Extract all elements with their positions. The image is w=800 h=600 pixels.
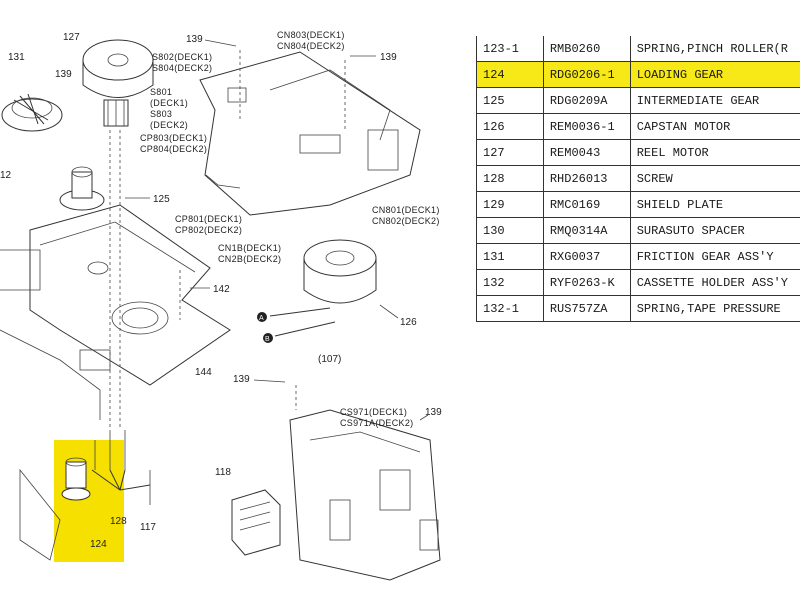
part-description-cell: LOADING GEAR	[629, 61, 800, 88]
part-number-cell: RUS757ZA	[542, 295, 631, 322]
label-cn804: CN804(DECK2)	[277, 41, 345, 51]
part-ref-cell: 131	[476, 243, 544, 270]
part-description-cell: FRICTION GEAR ASS'Y	[629, 243, 800, 270]
callout-12: 12	[0, 170, 12, 181]
label-s803-deck: (DECK2)	[150, 120, 188, 130]
callout-126: 126	[400, 317, 417, 328]
marker-a: A	[259, 315, 264, 322]
part-description-cell: SURASUTO SPACER	[629, 217, 800, 244]
circuit-board	[199, 51, 421, 216]
label-cs971a: CS971A(DECK2)	[340, 418, 413, 428]
callout-107: (107)	[318, 354, 341, 365]
label-cp802: CP802(DECK2)	[175, 225, 242, 235]
callout-139-d: 139	[233, 374, 250, 385]
part-description-cell: SHIELD PLATE	[629, 191, 800, 218]
part-ref-cell: 132	[476, 269, 544, 296]
callout-127: 127	[63, 32, 80, 43]
callout-125: 125	[153, 194, 170, 205]
label-s802: S802(DECK1)	[152, 52, 212, 62]
label-s801: S801	[150, 87, 172, 97]
cassette-assembly	[289, 409, 441, 581]
callout-128: 128	[110, 516, 127, 527]
part-description-cell: INTERMEDIATE GEAR	[629, 87, 800, 114]
part-ref-cell: 132-1	[476, 295, 544, 322]
callout-144: 144	[195, 367, 212, 378]
part-number-cell: RYF0263-K	[542, 269, 631, 296]
part-number-cell: REM0043	[542, 139, 631, 166]
guide-lines	[109, 50, 346, 430]
part-124-highlight	[54, 440, 124, 562]
part-ref-cell: 125	[476, 87, 544, 114]
part-number-cell: RDG0209A	[542, 87, 631, 114]
part-number-cell: RXG0037	[542, 243, 631, 270]
part-ref-cell: 126	[476, 113, 544, 140]
callout-117: 117	[140, 522, 156, 533]
part-description-cell: SPRING,PINCH ROLLER(R	[629, 36, 800, 62]
callout-124: 124	[90, 539, 107, 550]
part-ref-cell: 128	[476, 165, 544, 192]
part-description-cell: SPRING,TAPE PRESSURE	[629, 295, 800, 322]
reel-motor-127	[82, 39, 154, 127]
part-number-cell: RHD26013	[542, 165, 631, 192]
label-cp803: CP803(DECK1)	[140, 133, 207, 143]
part-ref-cell: 127	[476, 139, 544, 166]
callout-139-b: 139	[186, 34, 203, 45]
label-cn1b: CN1B(DECK1)	[218, 243, 281, 253]
leader-lines	[125, 39, 429, 421]
part-description-cell: CAPSTAN MOTOR	[629, 113, 800, 140]
callout-139-a: 139	[55, 69, 72, 80]
lower-arm	[19, 468, 61, 561]
part-number-cell: RMC0169	[542, 191, 631, 218]
main-chassis-144	[0, 204, 231, 420]
label-s801-deck: (DECK1)	[150, 98, 188, 108]
part-ref-cell: 130	[476, 217, 544, 244]
part-ref-cell: 123-1	[476, 36, 544, 62]
label-s804: S804(DECK2)	[152, 63, 212, 73]
label-s803: S803	[150, 109, 172, 119]
marker-b: B	[265, 336, 270, 343]
friction-gear-131	[1, 93, 63, 132]
part-ref-cell: 129	[476, 191, 544, 218]
label-cn803: CN803(DECK1)	[277, 30, 345, 40]
part-ref-cell: 124	[476, 61, 544, 88]
capstan-motor-126: A B	[257, 239, 377, 343]
label-cn802: CN802(DECK2)	[372, 216, 440, 226]
intermediate-gear-125	[59, 166, 105, 211]
callout-118: 118	[215, 467, 231, 478]
label-cp801: CP801(DECK1)	[175, 214, 242, 224]
part-number-cell: RMB0260	[542, 36, 631, 62]
label-cp804: CP804(DECK2)	[140, 144, 207, 154]
head-118	[231, 489, 281, 556]
label-cn801: CN801(DECK1)	[372, 205, 440, 215]
part-number-cell: REM0036-1	[542, 113, 631, 140]
part-description-cell: SCREW	[629, 165, 800, 192]
callout-142: 142	[213, 284, 230, 295]
loading-gear-124	[61, 457, 91, 501]
label-cn2b: CN2B(DECK2)	[218, 254, 281, 264]
callout-139-e: 139	[425, 407, 442, 418]
part-description-cell: REEL MOTOR	[629, 139, 800, 166]
label-cs971: CS971(DECK1)	[340, 407, 407, 417]
callout-139-c: 139	[380, 52, 397, 63]
callout-131: 131	[8, 52, 25, 63]
part-number-cell: RMQ0314A	[542, 217, 631, 244]
part-description-cell: CASSETTE HOLDER ASS'Y	[629, 269, 800, 296]
part-number-cell: RDG0206-1	[542, 61, 631, 88]
screws-128	[91, 430, 151, 505]
